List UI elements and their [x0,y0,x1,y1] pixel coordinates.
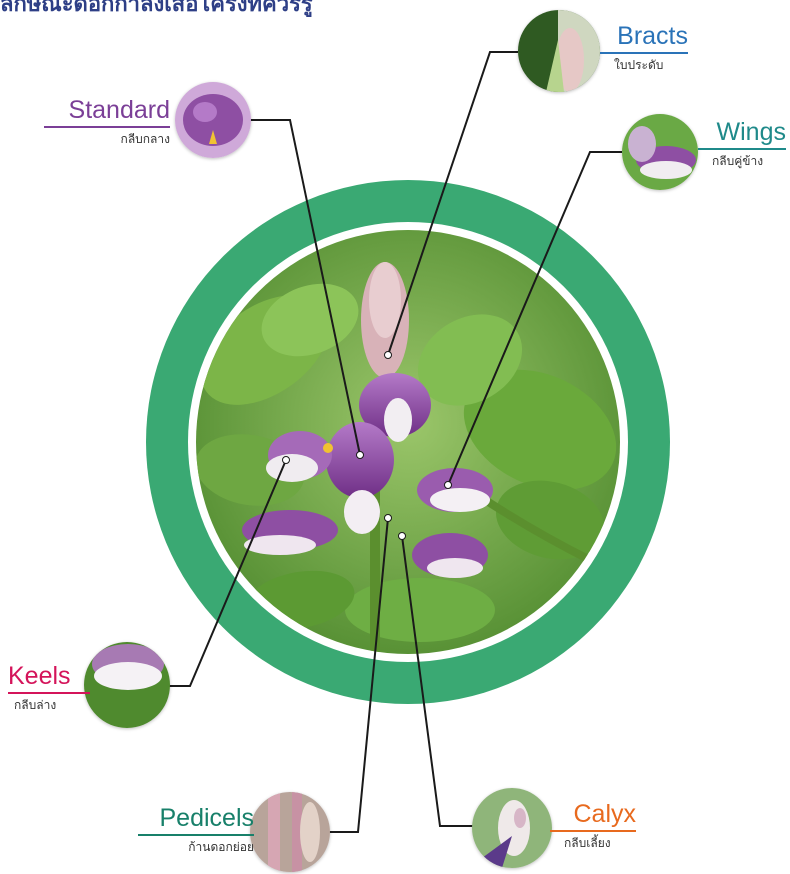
calyx-label: Calyx กลีบเลี้ยง [550,800,636,853]
standard-thai-name: กลีบกลาง [44,130,170,149]
calyx-photo [472,788,552,868]
keels-underline [8,692,90,694]
keels-name: Keels [8,662,90,690]
keels-label: Keels กลีบล่าง [8,662,90,715]
keels-thai-name: กลีบล่าง [8,696,90,715]
wings-thai-name: กลีบคู่ข้าง [698,152,786,171]
calyx-name: Calyx [550,800,636,828]
pedicels-photo [250,792,330,872]
wings-name: Wings [698,118,786,146]
pedicels-label: Pedicels ก้านดอกย่อย [138,804,254,857]
keels-photo [84,642,170,728]
wings-label: Wings กลีบคู่ข้าง [698,118,786,171]
pedicels-name: Pedicels [138,804,254,832]
standard-label: Standard กลีบกลาง [44,96,170,149]
calyx-thai-name: กลีบเลี้ยง [550,834,636,853]
wings-underline [698,148,786,150]
wings-photo [622,114,698,190]
pedicels-thai-name: ก้านดอกย่อย [138,838,254,857]
bracts-underline [600,52,688,54]
bracts-label: Bracts ใบประดับ [600,22,688,75]
standard-name: Standard [44,96,170,124]
bracts-photo [518,10,600,92]
calyx-underline [550,830,636,832]
pedicels-underline [138,834,254,836]
bracts-thai-name: ใบประดับ [600,56,688,75]
bracts-name: Bracts [600,22,688,50]
standard-underline [44,126,170,128]
standard-petal-photo [175,82,251,158]
